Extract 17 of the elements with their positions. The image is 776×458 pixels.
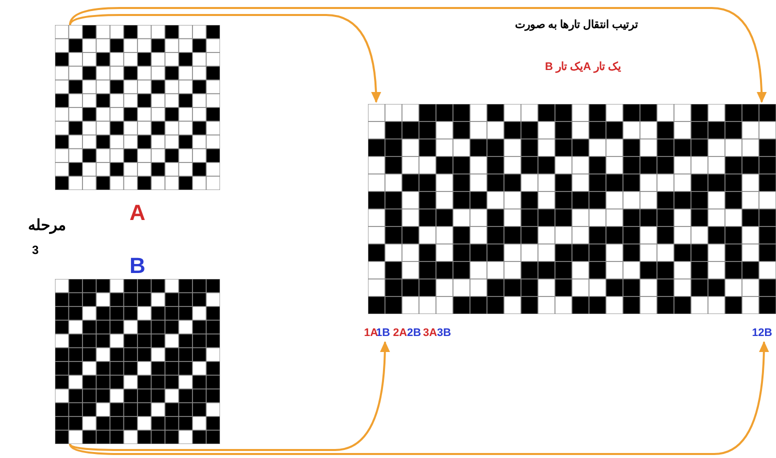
column-label: 1B	[376, 326, 390, 340]
column-label: 3A	[423, 326, 438, 340]
curved-arrow	[69, 341, 769, 455]
column-label: 2B	[407, 326, 422, 340]
grid-label: A	[130, 200, 146, 226]
column-label: 1A	[364, 326, 378, 340]
curved-arrow	[69, 14, 381, 103]
text-label: یک تار Aیک تار B	[545, 60, 622, 73]
curved-arrow	[69, 341, 390, 451]
curved-arrow	[69, 7, 766, 103]
text-label: مرحله	[28, 216, 66, 234]
grid-label: B	[130, 253, 146, 279]
text-label: ترتیب انتقال تارها به صورت	[515, 18, 638, 31]
column-label: 2A	[393, 326, 408, 340]
text-label: 3	[32, 243, 39, 257]
column-label: 12B	[752, 326, 772, 340]
column-label: 3B	[437, 326, 452, 340]
